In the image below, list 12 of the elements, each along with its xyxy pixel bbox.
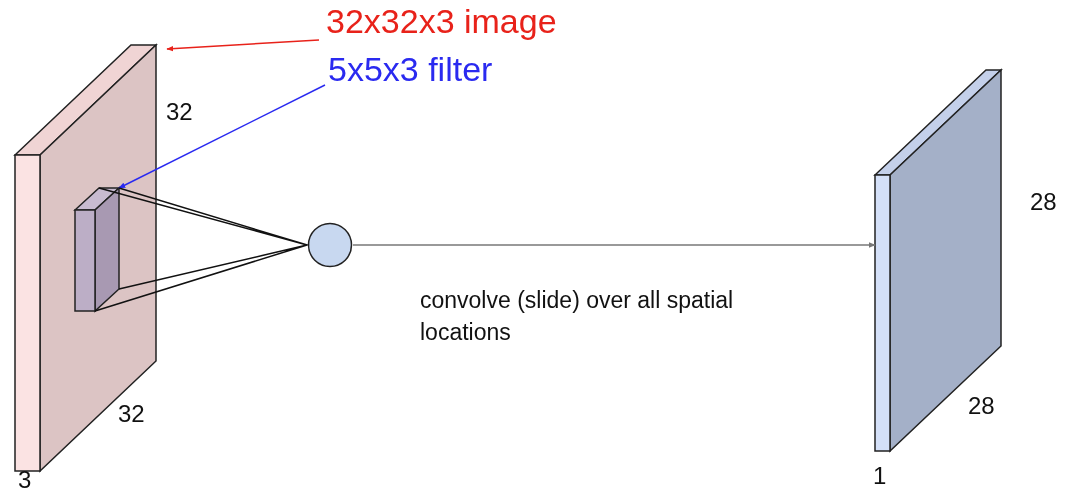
arrow xyxy=(352,242,876,248)
arrow xyxy=(166,39,320,52)
dimension-label: 32 xyxy=(118,400,145,428)
dimension-label: 28 xyxy=(1030,188,1057,216)
dimension-label: 3 xyxy=(18,466,32,492)
dimension-label: 28 xyxy=(968,392,995,420)
edge-label: convolve (slide) over all spatial locations xyxy=(420,286,735,347)
image-label: 32x32x3 image xyxy=(326,2,671,50)
filter-label: 5x5x3 filter xyxy=(328,50,588,96)
arrow xyxy=(118,84,326,189)
dimension-label: 32 xyxy=(166,98,193,126)
dimension-label: 1 xyxy=(873,462,887,490)
